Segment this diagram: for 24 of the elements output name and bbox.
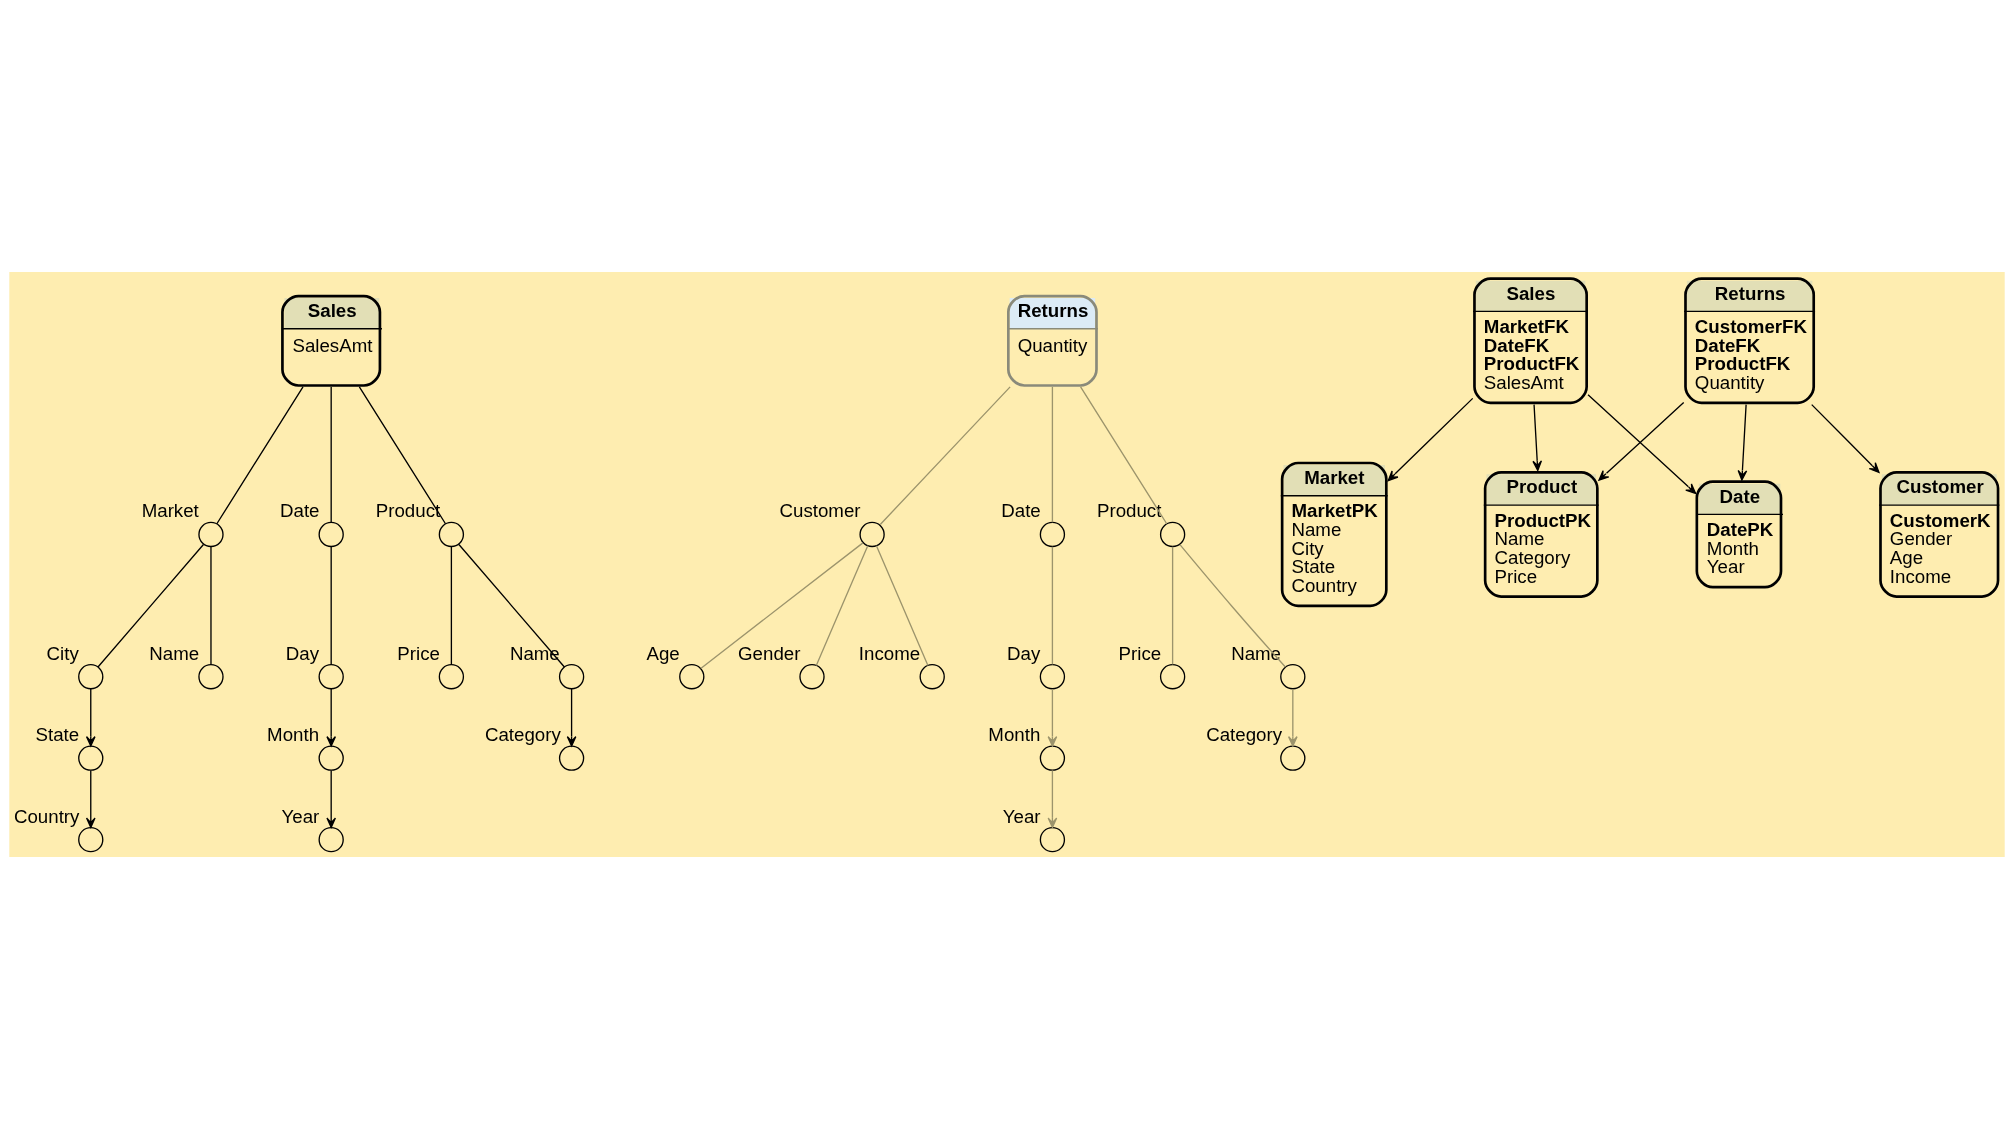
node-label: Market — [141, 500, 199, 522]
node-label: Category — [1206, 724, 1282, 746]
node-label: Category — [484, 724, 561, 746]
node-label: City — [46, 642, 79, 664]
node-label: Date — [280, 500, 320, 522]
node-label: Date — [1001, 500, 1041, 522]
node-label: State — [35, 724, 80, 746]
node-label: Month — [988, 724, 1041, 746]
node-label: Product — [375, 500, 441, 522]
node-label: Day — [285, 642, 320, 664]
node-label: Age — [646, 642, 680, 664]
node-label: Day — [1007, 642, 1041, 664]
node-label: Name — [149, 642, 200, 664]
node-label: Product — [1097, 500, 1162, 522]
node-label: Name — [1231, 642, 1282, 664]
node-label: Year — [281, 805, 320, 827]
node-label: Price — [1118, 642, 1162, 664]
node-label: Month — [267, 724, 320, 746]
node-label: Customer — [779, 500, 861, 522]
node-label: Year — [1002, 805, 1041, 827]
node-label: Gender — [738, 642, 801, 664]
node-label: Country — [13, 805, 80, 827]
node-label: Price — [397, 642, 440, 664]
node-label: Income — [858, 642, 921, 664]
